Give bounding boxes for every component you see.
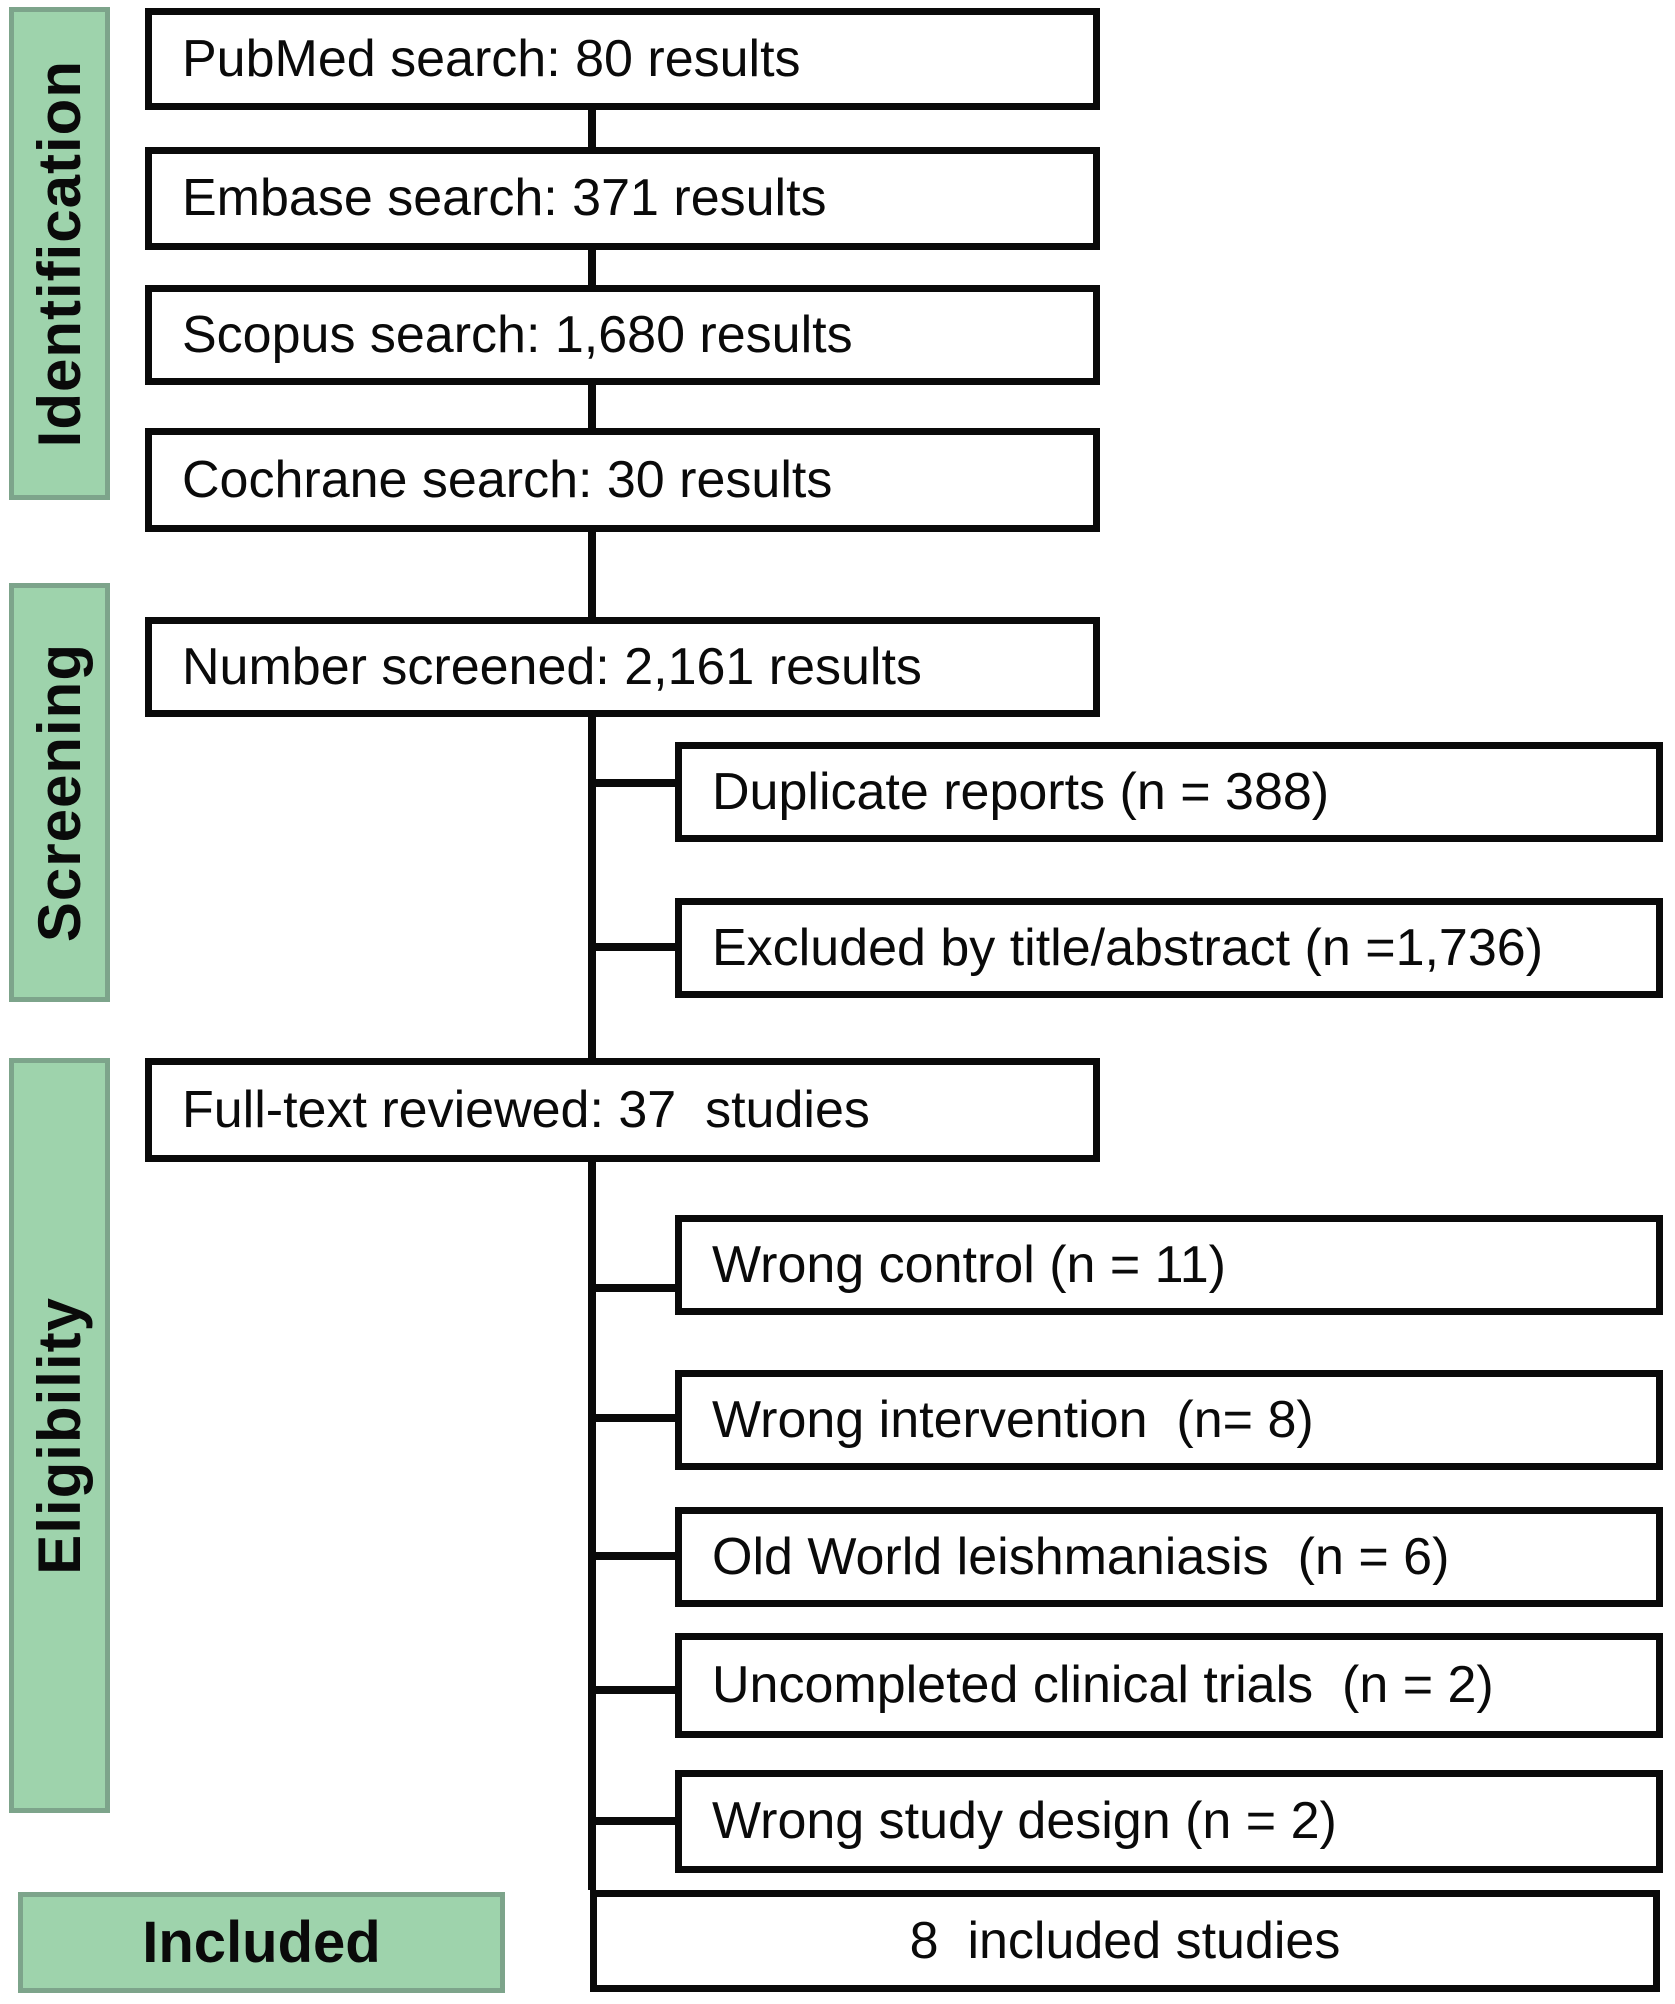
stage-label-included: Included (142, 1910, 381, 1975)
box-number-screened: Number screened: 2,161 results (145, 617, 1100, 717)
box-uncompleted-trials: Uncompleted clinical trials (n = 2) (675, 1633, 1663, 1738)
box-excluded-title-abstract: Excluded by title/abstract (n =1,736) (675, 898, 1663, 998)
box-embase-search: Embase search: 371 results (145, 147, 1100, 250)
branch-duplicate-reports (592, 779, 675, 787)
branch-wrong-control (592, 1284, 675, 1292)
box-cochrane-search: Cochrane search: 30 results (145, 428, 1100, 532)
box-included-studies: 8 included studies (590, 1890, 1660, 1992)
stage-bar-screening: Screening (9, 583, 110, 1002)
stage-bar-eligibility: Eligibility (9, 1058, 110, 1813)
stage-label-identification: Identification (26, 59, 93, 448)
box-scopus-search: Scopus search: 1,680 results (145, 285, 1100, 385)
box-wrong-study-design: Wrong study design (n = 2) (675, 1770, 1663, 1873)
stage-bar-included: Included (18, 1892, 505, 1993)
box-wrong-intervention: Wrong intervention (n= 8) (675, 1370, 1663, 1470)
box-duplicate-reports: Duplicate reports (n = 388) (675, 742, 1663, 842)
branch-old-world (592, 1552, 675, 1560)
connector-embase-scopus (588, 250, 596, 285)
branch-excluded-title-abstract (592, 943, 675, 951)
branch-wrong-study-design (592, 1817, 675, 1825)
box-fulltext-reviewed: Full-text reviewed: 37 studies (145, 1058, 1100, 1162)
box-wrong-control: Wrong control (n = 11) (675, 1215, 1663, 1315)
connector-cochrane-screened (588, 532, 596, 617)
connector-scopus-cochrane (588, 385, 596, 428)
stage-label-eligibility: Eligibility (26, 1296, 93, 1575)
box-pubmed-search: PubMed search: 80 results (145, 8, 1100, 110)
connector-screened-fulltext (588, 717, 596, 1058)
stage-label-screening: Screening (26, 642, 93, 943)
connector-pubmed-embase (588, 110, 596, 147)
box-old-world-leishmaniasis: Old World leishmaniasis (n = 6) (675, 1507, 1663, 1607)
branch-wrong-intervention (592, 1414, 675, 1422)
stage-bar-identification: Identification (9, 7, 110, 500)
branch-uncompleted-trials (592, 1686, 675, 1694)
connector-fulltext-included (588, 1162, 596, 1890)
